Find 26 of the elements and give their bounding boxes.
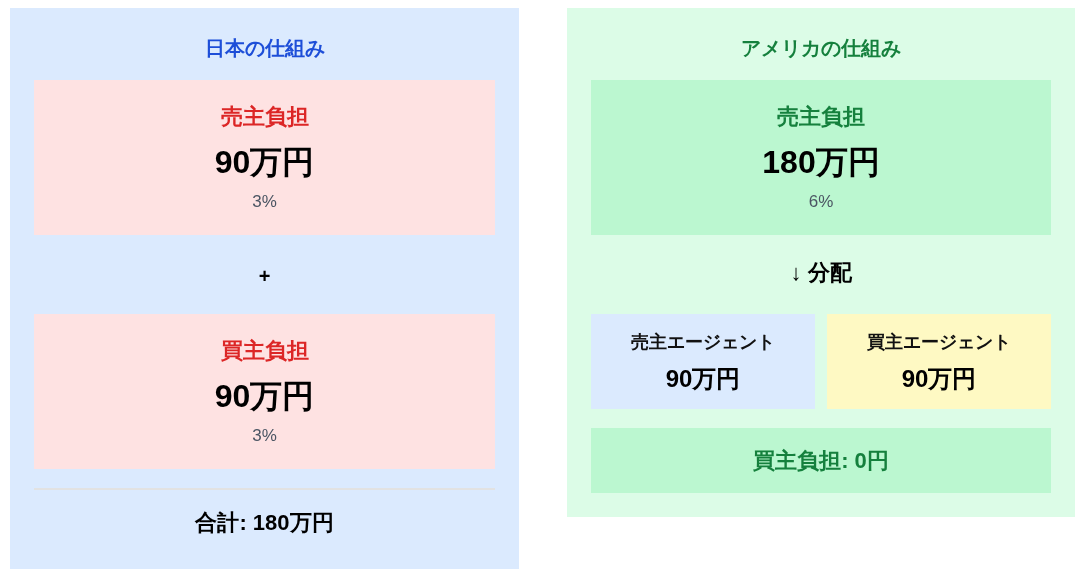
amount-text: 90万円 bbox=[665, 363, 741, 394]
cost-heading: 買主負担: 0円 bbox=[753, 446, 889, 475]
amount-text: 90万円 bbox=[214, 376, 315, 416]
percent-text: 3% bbox=[252, 190, 277, 213]
plus-sign: + bbox=[257, 264, 272, 289]
panel-title: アメリカの仕組み bbox=[741, 36, 901, 61]
agent-heading: 売主エージェント bbox=[631, 330, 775, 354]
agent-heading: 買主エージェント bbox=[867, 330, 1011, 354]
cost-box bbox=[34, 314, 495, 469]
comparison-panel bbox=[10, 8, 519, 569]
cost-heading: 売主負担 bbox=[220, 102, 309, 131]
cost-heading: 売主負担 bbox=[777, 102, 865, 131]
distribution-label: ↓ 分配 bbox=[789, 259, 853, 287]
amount-text: 90万円 bbox=[214, 142, 315, 182]
percent-text: 3% bbox=[252, 424, 277, 447]
amount-text: 180万円 bbox=[762, 142, 880, 182]
cost-heading: 買主負担 bbox=[220, 336, 309, 365]
panel-title: 日本の仕組み bbox=[204, 36, 325, 61]
percent-text: 6% bbox=[808, 190, 834, 213]
cost-box bbox=[591, 80, 1051, 235]
cost-box bbox=[591, 428, 1051, 493]
amount-text: 90万円 bbox=[901, 363, 977, 394]
total-text: 合計: 180万円 bbox=[194, 509, 335, 537]
cost-box bbox=[34, 80, 495, 235]
cost-box bbox=[827, 314, 1051, 409]
comparison-panel bbox=[567, 8, 1075, 517]
